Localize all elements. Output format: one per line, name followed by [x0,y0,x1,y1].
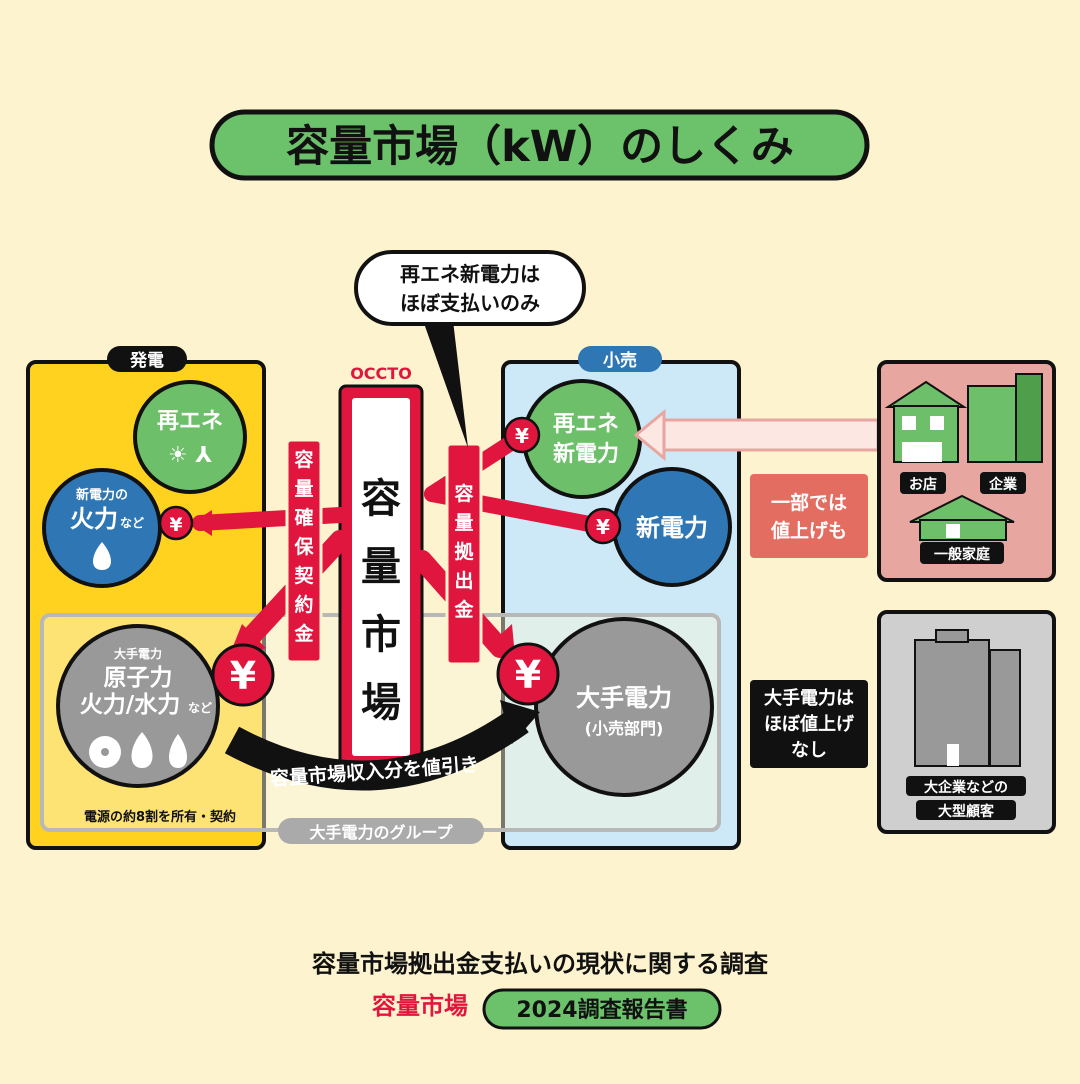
contribution-char: 量 [454,512,473,534]
callout-line-2: ほぼ支払いのみ [400,291,540,315]
market-char-3: 市 [361,612,401,658]
big-customer-panel: 大企業などの 大型顧客 [877,610,1056,834]
occto-block: OCCTO 容 量 市 場 [338,360,424,770]
office-building-icon [967,373,1043,463]
flame-icon [93,542,111,570]
retail-newpower-label: 新電力 [636,514,708,542]
major-note-line-3: なし [791,740,827,761]
contract-fee-char: 容 [294,448,313,471]
gen-major-suffix: など [188,701,212,715]
water-drop-icon [169,734,187,768]
callout-line-1: 再エネ新電力は [400,262,540,286]
gen-renewable-label: 再エネ [157,409,223,434]
svg-text:¥: ¥ [169,514,182,536]
retail-newpower-circle: 新電力 [612,467,732,587]
brand-label: 容量市場 [372,992,468,1020]
discount-arrow: 容量市場収入分を値引き [224,700,540,791]
contract-fee-label: 容 量 確 保 契 約 金 [285,438,323,664]
customers-panel: お店 企業 一般家庭 [877,360,1056,582]
gen-major-small: 大手電力 [114,646,162,661]
page-title: 容量市場（kW）のしくみ [286,122,794,172]
yen-badge: ¥ [158,505,194,541]
svg-text:¥: ¥ [230,654,256,698]
group-label: 大手電力のグループ [309,823,453,842]
major-note-line-2: ほぼ値上げ [764,713,855,735]
retail-renewable-circle: 再エネ 新電力 [522,379,642,499]
house-icon [909,494,1015,541]
major-note-line-1: 大手電力は [764,687,854,709]
yen-badge-large: ¥ [211,643,275,707]
contribution-label: 容 量 拠 出 金 [445,442,483,666]
gen-major-circle: 大手電力 原子力 火力/水力 など [56,624,220,788]
big-customer-line-1: 大企業などの [924,779,1008,796]
gen-major-line-1: 原子力 [104,665,173,691]
retail-label: 小売 [603,350,637,371]
contract-fee-char: 金 [293,622,314,645]
contribution-char: 出 [454,569,473,592]
gen-major-line-2: 火力/水力 [80,692,180,718]
report-label: 2024調査報告書 [516,997,687,1023]
gen-renewable-circle: 再エネ ☀ ⅄ [133,380,247,494]
customer-arrow [633,408,880,462]
price-note: 一部では 値上げも [750,474,868,558]
survey-title: 容量市場拠出金支払いの現状に関する調査 [312,950,768,978]
contract-fee-char: 約 [294,593,313,616]
contribution-char: 容 [454,482,473,505]
household-label: 一般家庭 [934,546,991,563]
skyscraper-icon [914,629,1021,767]
price-note-line-1: 一部では [771,491,847,514]
svg-text:¥: ¥ [596,515,610,539]
big-customer-line-2: 大型顧客 [938,803,995,820]
contribution-char: 金 [453,598,474,621]
gen-thermal-line-2: 火力 [70,505,118,533]
contract-fee-char: 確 [294,506,313,529]
yen-badge: ¥ [503,416,541,454]
yen-badge: ¥ [584,507,622,545]
major-price-note: 大手電力は ほぼ値上げ なし [750,680,868,768]
market-char-4: 場 [361,680,401,726]
svg-text:¥: ¥ [515,653,541,697]
share-note: 電源の約8割を所有・契約 [84,809,236,825]
retail-major-line-1: 大手電力 [576,684,672,712]
retail-renewable-line-2: 新電力 [553,441,619,467]
retail-major-line-2: (小売部門) [585,719,664,738]
contract-fee-char: 量 [294,478,313,500]
svg-text:¥: ¥ [515,424,529,448]
renewable-callout: 再エネ新電力は ほぼ支払いのみ [354,250,586,448]
price-note-line-2: 値上げも [770,520,847,542]
retail-renewable-line-1: 再エネ [553,412,619,437]
shop-label: お店 [909,476,937,493]
gen-thermal-line-1: 新電力の [76,487,128,503]
gen-thermal-suffix: など [120,516,144,530]
gen-thermal-circle: 新電力の 火力 など [42,468,162,588]
report-badge: 2024調査報告書 [482,988,722,1030]
market-char-2: 量 [361,544,401,590]
occto-label: OCCTO [350,364,412,383]
market-char-1: 容 [361,476,401,522]
contract-fee-char: 契 [293,564,314,587]
shop-icon [884,380,968,463]
sun-windmill-icon: ☀ ⅄ [168,443,212,468]
retail-major-circle: 大手電力 (小売部門) [534,617,714,797]
contribution-char: 拠 [454,540,474,563]
yen-badge-large: ¥ [496,642,560,706]
generation-label: 発電 [129,350,164,371]
company-label: 企業 [988,476,1018,493]
nuclear-icon [89,736,121,768]
contract-fee-char: 保 [293,535,314,558]
flame-icon [131,732,153,768]
title-banner: 容量市場（kW）のしくみ [209,109,870,181]
